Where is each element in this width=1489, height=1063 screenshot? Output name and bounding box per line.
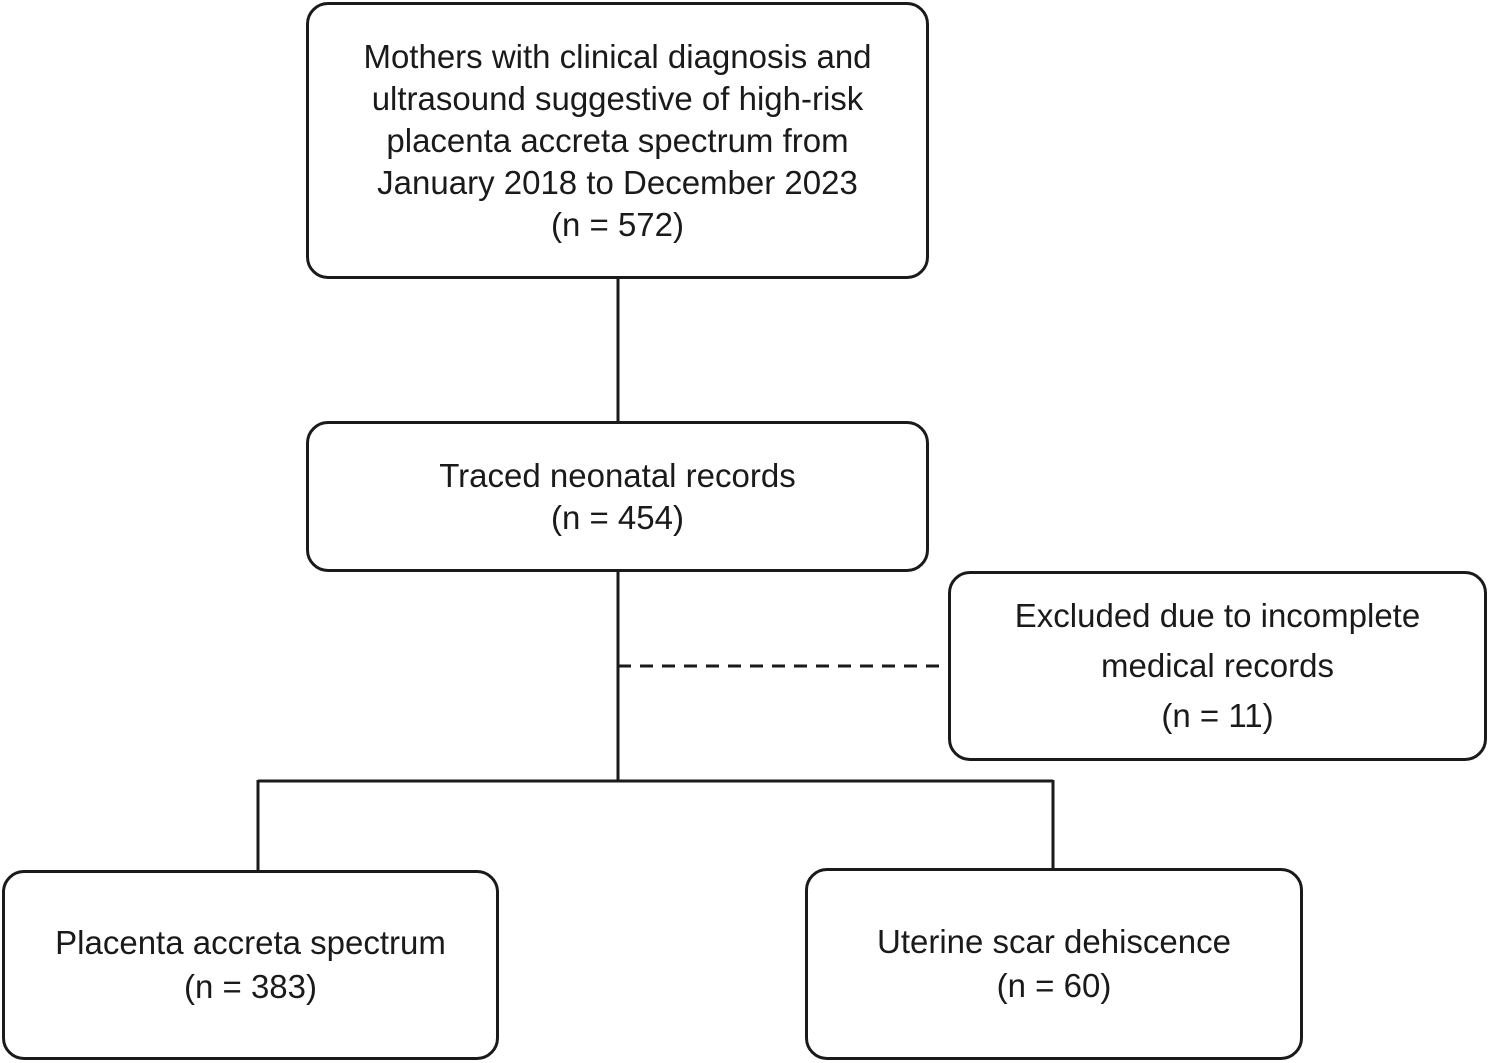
box-excluded-records: Excluded due to incomplete medical recor… bbox=[948, 571, 1487, 761]
box-count: (n = 454) bbox=[550, 498, 684, 536]
box-text-line: Excluded due to incomplete bbox=[1014, 597, 1421, 634]
box-mothers-high-risk: Mothers with clinical diagnosis and ultr… bbox=[306, 2, 929, 279]
box-traced-neonatal-records-text: Traced neonatal records (n = 454) bbox=[439, 455, 795, 539]
box-excluded-records-text: Excluded due to incomplete medical recor… bbox=[1015, 591, 1420, 741]
box-placenta-accreta-spectrum: Placenta accreta spectrum (n = 383) bbox=[2, 870, 499, 1060]
box-text-line: Mothers with clinical diagnosis and bbox=[363, 37, 872, 75]
box-uterine-scar-dehiscence-text: Uterine scar dehiscence (n = 60) bbox=[877, 920, 1231, 1008]
box-placenta-accreta-spectrum-text: Placenta accreta spectrum (n = 383) bbox=[55, 921, 446, 1009]
box-count: (n = 11) bbox=[1161, 697, 1274, 734]
box-count: (n = 572) bbox=[551, 205, 684, 243]
box-text-line: Traced neonatal records bbox=[439, 456, 796, 494]
box-traced-neonatal-records: Traced neonatal records (n = 454) bbox=[306, 421, 929, 572]
box-count: (n = 383) bbox=[184, 968, 317, 1005]
box-count: (n = 60) bbox=[996, 967, 1112, 1004]
box-mothers-high-risk-text: Mothers with clinical diagnosis and ultr… bbox=[363, 36, 871, 246]
box-text-line: Uterine scar dehiscence bbox=[876, 923, 1231, 960]
box-text-line: ultrasound suggestive of high-risk bbox=[371, 79, 864, 117]
box-text-line: January 2018 to December 2023 bbox=[377, 163, 858, 201]
box-text-line: Placenta accreta spectrum bbox=[55, 924, 446, 961]
box-text-line: placenta accreta spectrum from bbox=[386, 121, 849, 159]
box-text-line: medical records bbox=[1101, 647, 1334, 684]
box-uterine-scar-dehiscence: Uterine scar dehiscence (n = 60) bbox=[805, 868, 1303, 1060]
